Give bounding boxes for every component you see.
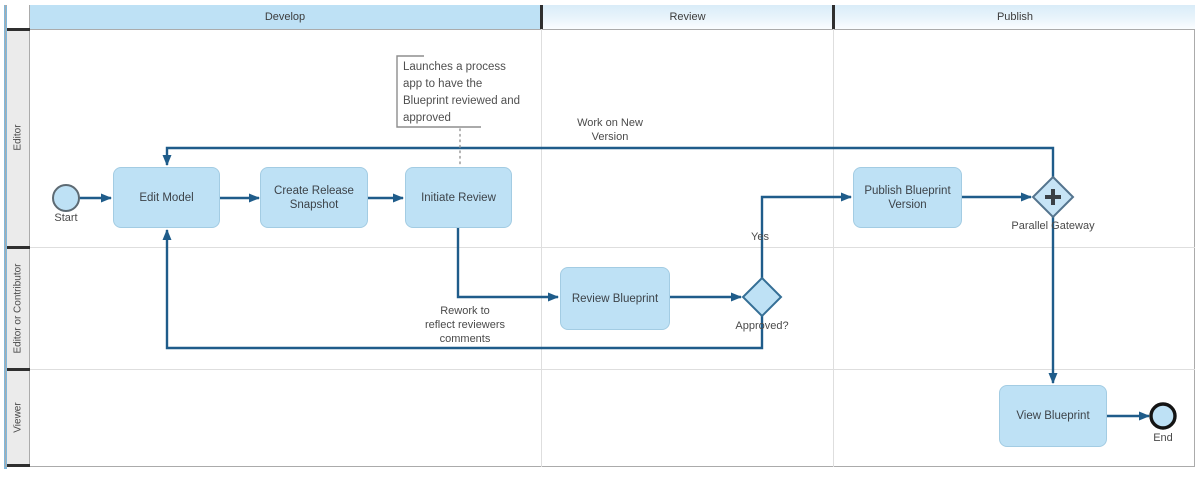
lane-grid-line [30,247,1195,248]
approved-gateway-diamond[interactable] [741,276,783,318]
parallel-gateway-label: Parallel Gateway [1011,220,1095,232]
lane-separator [7,464,30,467]
task-publish-blueprint-version[interactable]: Publish Blueprint Version [853,167,962,228]
task-initiate-review[interactable]: Initiate Review [405,167,512,228]
start-event-circle[interactable] [52,184,80,212]
task-edit-model[interactable]: Edit Model [113,167,220,228]
phase-separator [832,5,835,29]
edge-label-work-on-new-version: Work on New Version [577,117,643,143]
lane-grid-line [30,369,1195,370]
phase-grid-line [541,29,542,467]
end-event-label: End [1153,432,1173,444]
lane-separator [7,246,30,249]
lane-label-viewer[interactable]: Viewer [13,401,25,433]
header-bottom-border [7,29,1195,30]
start-event-label: Start [54,212,78,224]
phase-header-review[interactable]: Review [543,5,832,29]
text-annotation: Launches a process app to have the Bluep… [403,61,520,124]
phase-separator [540,5,543,29]
task-view-blueprint[interactable]: View Blueprint [999,385,1107,447]
edge-label-yes: Yes [751,231,769,243]
approved-gateway-label: Approved? [735,320,789,332]
lane-label-editor[interactable]: Editor [13,124,24,151]
pool-corner-cell [7,5,30,29]
phase-header-publish[interactable]: Publish [835,5,1195,29]
lane-separator [7,368,30,371]
lane-separator [7,28,30,31]
phase-grid-line [833,29,834,467]
edge-label-rework: Rework to reflect reviewers comments [424,305,506,345]
lane-label-editor-or-contributor[interactable]: Editor or Contributor [13,262,25,354]
end-event-circle[interactable] [1149,402,1177,430]
task-review-blueprint[interactable]: Review Blueprint [560,267,670,330]
phase-header-develop[interactable]: Develop [30,5,540,29]
task-create-release-snapshot[interactable]: Create Release Snapshot [260,167,368,228]
